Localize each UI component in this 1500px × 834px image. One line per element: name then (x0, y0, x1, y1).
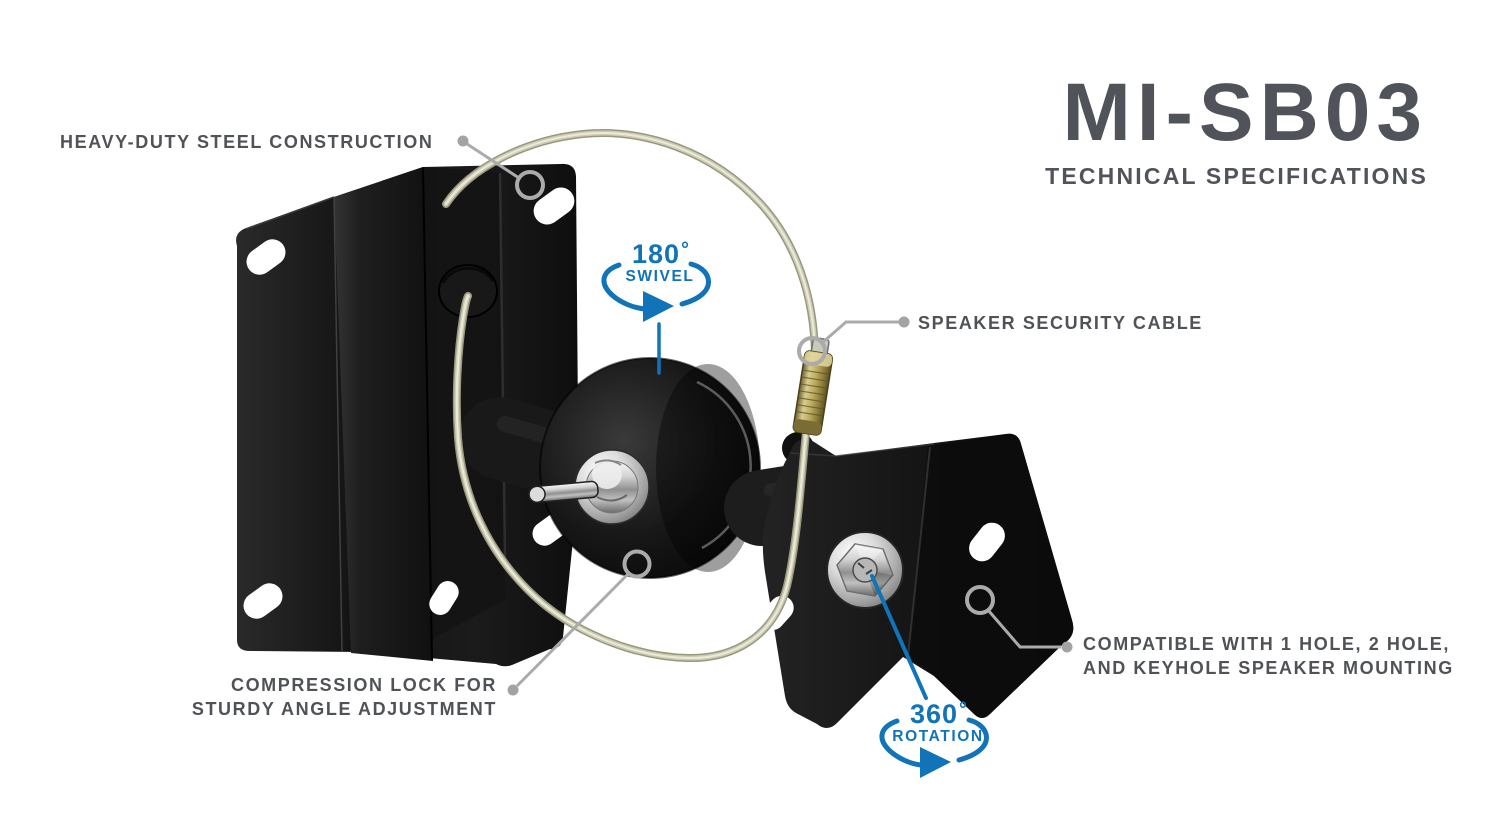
callout-compression-lock (507, 549, 652, 696)
callout-ring (797, 336, 827, 366)
cable-pass-hole (438, 264, 498, 318)
label-security-cable: SPEAKER SECURITY CABLE (918, 313, 1203, 333)
rotation-arrow-icon (879, 717, 989, 778)
callout-dot (457, 135, 469, 147)
mounting-hole (533, 187, 575, 225)
mounting-hole (429, 581, 459, 615)
rotation-degrees: 360 (909, 699, 959, 729)
pull-pin (528, 480, 599, 504)
cable-clamp-ferrule (792, 337, 834, 436)
callout-dot (507, 684, 519, 696)
swivel-arrow-icon (601, 261, 711, 322)
callout-ring (515, 170, 545, 200)
label-compression-lock-line2: STURDY ANGLE ADJUSTMENT (191, 698, 497, 719)
callout-ring (622, 549, 652, 579)
swivel-degrees: 180 (631, 239, 681, 269)
product-model-title: MI-SB03 (1062, 67, 1428, 158)
swivel-badge: 180° SWIVEL (560, 239, 760, 284)
wall-mount-plate (236, 163, 578, 667)
rotation-badge: 360° ROTATION (838, 699, 1038, 744)
title-block: MI-SB03 TECHNICAL SPECIFICATIONS (1045, 72, 1428, 190)
swivel-label: SWIVEL (625, 268, 695, 285)
callout-steel-construction (457, 135, 545, 200)
locking-pin-assembly (528, 449, 650, 525)
callout-dot (898, 316, 910, 328)
speaker-hole (969, 522, 1005, 562)
mounting-hole (246, 239, 286, 275)
label-mounting-compatibility-line2: AND KEYHOLE SPEAKER MOUNTING (1083, 657, 1454, 678)
callout-ring (965, 585, 995, 615)
callout-security-cable (797, 316, 910, 366)
rotation-degree-symbol: ° (959, 699, 968, 721)
callout-mounting-compatibility (965, 585, 1073, 653)
label-steel-construction: HEAVY-DUTY STEEL CONSTRUCTION (60, 132, 434, 152)
label-mounting-compatibility: COMPATIBLE WITH 1 HOLE, 2 HOLE, AND KEYH… (1083, 633, 1454, 680)
rotation-label: ROTATION (892, 728, 984, 745)
swivel-degree-symbol: ° (681, 239, 690, 261)
callout-dot (1061, 641, 1073, 653)
mounting-hole (243, 583, 283, 619)
label-compression-lock-line1: COMPRESSION LOCK FOR (230, 675, 497, 695)
plate-ridge (334, 167, 433, 661)
speaker-plate-side (908, 433, 1074, 718)
security-cable (442, 129, 819, 663)
label-mounting-compatibility-line1: COMPATIBLE WITH 1 HOLE, 2 HOLE, (1083, 634, 1450, 654)
product-subtitle: TECHNICAL SPECIFICATIONS (1045, 163, 1428, 189)
label-compression-lock: COMPRESSION LOCK FOR STURDY ANGLE ADJUST… (192, 674, 497, 721)
compression-lock-knob (539, 357, 761, 579)
hex-bolt (826, 531, 904, 609)
rotation-pointer-line (870, 574, 928, 700)
